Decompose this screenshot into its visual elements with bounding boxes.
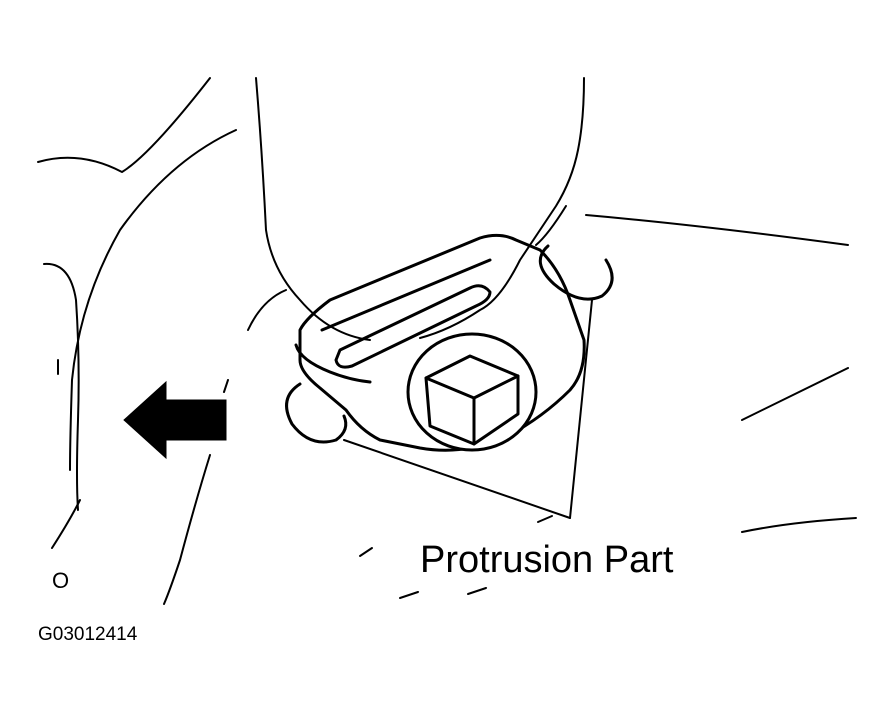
bracket-rib [322, 260, 490, 330]
callout-label: Protrusion Part [420, 539, 674, 581]
arrow-left-icon [124, 382, 226, 458]
body-contour-long-left [70, 130, 236, 470]
leader-lines [344, 300, 592, 518]
right-contour-lower [742, 518, 856, 532]
body-contour-lower-left [52, 500, 80, 548]
leader-line-left [344, 440, 570, 518]
background-body-lines [38, 78, 856, 604]
lower-line-1 [400, 592, 418, 598]
body-contour-curved-left [248, 290, 286, 330]
protrusion-hook-left [287, 384, 346, 442]
lower-line-2 [468, 588, 486, 594]
right-contour-upper [586, 215, 848, 245]
clamp-bracket [296, 235, 584, 450]
bracket-inner-flange [296, 345, 370, 382]
lower-line-4 [360, 548, 372, 556]
figure-code: G03012414 [38, 624, 138, 645]
leader-line-right [570, 300, 592, 518]
pipe-line-right [420, 78, 584, 338]
bolt [408, 334, 536, 450]
pipe-line-left [256, 78, 370, 340]
body-contour-mid-left [164, 455, 210, 604]
bracket-outer-plate [300, 235, 584, 450]
arrow-left-shape [124, 382, 226, 458]
body-contour-upper-left [38, 78, 210, 172]
corner-label: O [52, 568, 69, 593]
lower-line-3 [538, 516, 552, 522]
protrusion-hooks [287, 246, 613, 442]
bracket-slot [336, 286, 490, 367]
body-contour-inner-left [44, 264, 79, 510]
protrusion-hook-right [540, 246, 612, 299]
right-contour-mid [742, 368, 848, 420]
body-contour-mid-left-2 [224, 380, 228, 392]
pipe-line-diag [536, 206, 566, 245]
